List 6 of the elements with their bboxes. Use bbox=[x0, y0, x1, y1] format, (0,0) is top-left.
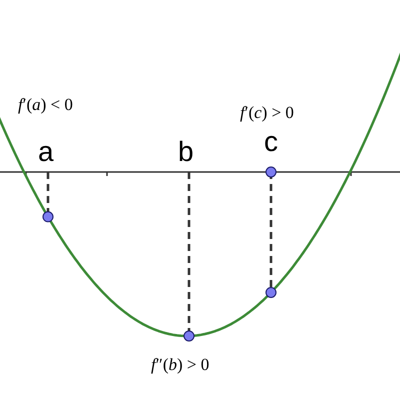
derivative-label: f′(a) < 0 bbox=[18, 94, 73, 116]
second-derivative-label: f″(b) > 0 bbox=[151, 354, 210, 376]
derivative-label: f′(c) > 0 bbox=[240, 102, 294, 124]
point-label: c bbox=[264, 128, 278, 156]
point-label: a bbox=[38, 138, 54, 166]
point-label: b bbox=[178, 138, 194, 166]
